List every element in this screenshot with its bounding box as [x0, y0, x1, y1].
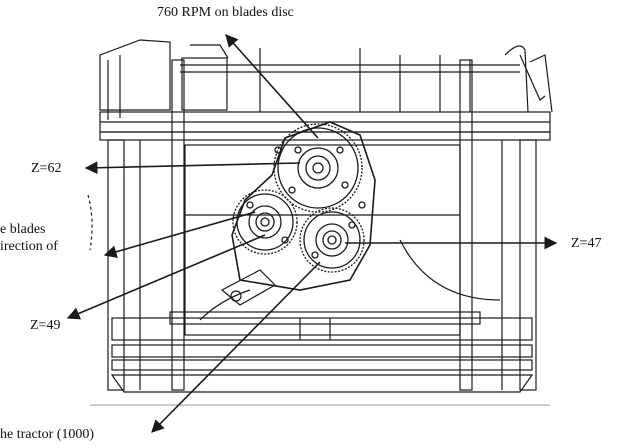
arrow-tractor [151, 261, 321, 433]
label-blades-line1: e blades [0, 222, 46, 237]
annotation-arrows [66, 34, 558, 433]
label-z47: Z=47 [571, 236, 602, 251]
label-z49: Z=49 [30, 318, 61, 333]
arrow-z49 [66, 234, 266, 320]
arrow-blades [103, 211, 256, 258]
machine-frame [87, 39, 553, 406]
arrow-rpm [225, 34, 319, 139]
gear-train [231, 121, 376, 291]
label-rpm: 760 RPM on blades disc [157, 5, 294, 20]
label-tractor: he tractor (1000) [0, 427, 95, 442]
arrow-z62 [84, 161, 301, 175]
label-blades-line2: irection of [0, 239, 58, 254]
label-z62: Z=62 [31, 161, 62, 176]
